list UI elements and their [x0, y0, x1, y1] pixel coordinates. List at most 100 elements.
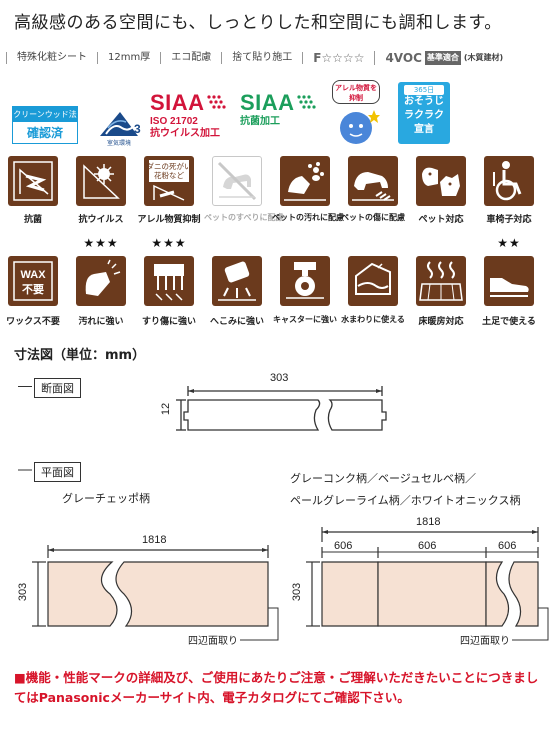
- spec-material: 特殊化粧シート: [6, 52, 97, 64]
- label-water: 水まわりに使える: [341, 315, 405, 324]
- voc-text: 4VOC: [385, 51, 422, 65]
- mascot-bubble: アレル物質を抑制: [332, 80, 380, 104]
- pet-slip-icon: [217, 161, 257, 201]
- headline: 高級感のある空間にも、しっとりした和空間にも調和します。: [14, 13, 502, 33]
- feature-icons-row-1: 抗菌 抗ウイルス ダニの死がい 花粉など: [4, 150, 554, 240]
- oso-line2: ラクラク: [404, 110, 444, 121]
- label-pet-slip: ペットのすべりに配慮: [204, 213, 284, 222]
- siaa-antiviral-mark: SIAA ISO 21702 抗ウイルス加工: [150, 90, 230, 140]
- plan-right-seg1: 606: [334, 540, 353, 552]
- allergen-icon: ダニの死がい 花粉など: [147, 160, 192, 201]
- feature-caster: キャスターに強い: [273, 234, 337, 324]
- siaa-antibacterial: 抗菌加工: [240, 116, 280, 127]
- spec-thickness: 12mm厚: [97, 52, 160, 64]
- spec-voc: 4VOC 基準適合 (木質建材): [374, 51, 513, 65]
- air-quality-label: 室気環境: [106, 140, 131, 147]
- cleanwood-bottom: 確認済: [26, 126, 63, 140]
- siaa-iso: ISO 21702: [150, 116, 198, 127]
- plan-right-drawing: [306, 527, 549, 641]
- label-shoe: 土足で使える: [482, 317, 536, 327]
- scratch-stars: ★★★: [151, 236, 187, 250]
- shoe-icon: [490, 278, 529, 297]
- oso-line1: おそうじ: [404, 96, 444, 107]
- siaa-dots-icon: [207, 95, 226, 109]
- cleanwood-top: クリーンウッド法: [13, 107, 77, 122]
- label-antiviral: 抗ウイルス: [78, 215, 124, 225]
- label-antibacterial: 抗菌: [23, 215, 42, 225]
- plan-right-seg3: 606: [498, 540, 517, 552]
- voc-note: (木質建材): [463, 53, 504, 62]
- plan-right-seg2: 606: [418, 540, 437, 552]
- pet-dirt-icon: [284, 162, 326, 201]
- feature-water: 水まわりに使える: [341, 234, 405, 324]
- air-quality-mark: 3 室気環境: [96, 106, 142, 147]
- wax-free-icon: WAX 不要: [13, 261, 53, 301]
- feature-wax-free: WAX 不要 ワックス不要: [4, 234, 62, 327]
- dimension-title: 寸法図（単位：mm）: [14, 348, 146, 363]
- feature-antiviral: 抗ウイルス: [72, 150, 130, 240]
- shoe-stars: ★★: [497, 236, 521, 250]
- stain-resistant-icon: [85, 259, 121, 296]
- feature-shoe: ★★ 土足で使える: [480, 234, 538, 327]
- section-drawing: [176, 386, 387, 431]
- voc-badge: 基準適合: [424, 51, 461, 65]
- siaa-antiviral: 抗ウイルス加工: [150, 128, 220, 139]
- label-wax-free: ワックス不要: [6, 317, 60, 327]
- plan-left-length: 1818: [142, 534, 167, 546]
- label-wheelchair: 車椅子対応: [486, 215, 532, 225]
- spec-bar: 特殊化粧シート 12mm厚 エコ配慮 捨て貼り施工 F☆☆☆☆ 4VOC 基準適…: [6, 47, 551, 69]
- cleanwood-mark: クリーンウッド法 確認済: [12, 106, 78, 144]
- siaa-word-2: SIAA: [240, 90, 295, 115]
- allergen-text-2: 花粉など: [154, 170, 184, 180]
- wax-text: WAX: [20, 269, 46, 281]
- label-pet-dirt: ペットの汚れに配慮: [272, 213, 344, 222]
- feature-pet-scratch: ペットの傷に配慮: [341, 150, 405, 240]
- pet-scratch-icon: [352, 172, 394, 201]
- wheelchair-icon: [493, 161, 522, 201]
- air-quality-number: 3: [134, 122, 141, 136]
- plan-left-chamfer: 四辺面取り: [186, 632, 240, 647]
- feature-scratch-resistant: ★★★ すり傷に強い: [140, 234, 198, 327]
- plan-right-width: 303: [291, 582, 304, 602]
- label-pet-scratch: ペットの傷に配慮: [341, 213, 405, 222]
- dent-resistant-icon: [218, 261, 256, 301]
- spec-f-star: F☆☆☆☆: [302, 52, 374, 64]
- allergen-text-1: ダニの死がい: [147, 161, 192, 171]
- feature-pet-dirt: ペットの汚れに配慮: [272, 150, 344, 240]
- label-dent-resistant: へこみに強い: [209, 317, 264, 327]
- plan-view-tag: 平面図: [34, 462, 81, 482]
- allergen-mascot: アレル物質を抑制: [328, 80, 384, 146]
- feature-icons-row-2: WAX 不要 ワックス不要 ★★★ 汚れに強い ★★★ すり傷に強い: [4, 234, 554, 327]
- catalog-notice: ■機能・性能マークの詳細及び、ご使用にあたりご注意・ご理解いただきたいことにつき…: [14, 670, 539, 705]
- section-width-value: 303: [270, 372, 289, 384]
- oso-365: 365日: [404, 85, 444, 95]
- water-icon: [355, 262, 391, 295]
- siaa-dots-icon-2: [297, 95, 316, 109]
- label-pet: ペット対応: [418, 215, 464, 225]
- feature-dent-resistant: へこみに強い: [208, 234, 266, 327]
- section-view-tag: 断面図: [34, 378, 81, 398]
- plan-right-chamfer: 四辺面取り: [458, 632, 512, 647]
- plan-left-title: グレーチェッポ柄: [62, 492, 150, 505]
- caster-icon: [286, 262, 324, 299]
- label-scratch-resistant: すり傷に強い: [141, 317, 196, 327]
- plan-left-drawing: [32, 545, 279, 641]
- plan-left-width: 303: [17, 582, 30, 602]
- plan-right-length: 1818: [416, 516, 441, 528]
- feature-pet: ペット対応: [412, 150, 470, 240]
- label-floor-heating: 床暖房対応: [418, 317, 464, 327]
- feature-wheelchair: 車椅子対応: [480, 150, 538, 240]
- certification-marks: クリーンウッド法 確認済 3 室気環境 SIAA ISO 21702 抗ウイルス…: [0, 80, 555, 148]
- label-stain-resistant: 汚れに強い: [78, 317, 124, 327]
- siaa-antibacterial-mark: SIAA 抗菌加工: [240, 90, 320, 128]
- cleaning-mark: 365日 おそうじ ラクラク 宣言: [398, 82, 450, 144]
- pet-icon: [422, 167, 460, 196]
- antibacterial-icon: [13, 161, 53, 201]
- plan-right-title-1: グレーコンク柄／ベージュセルベ柄／: [290, 472, 477, 485]
- wax-free-text: 不要: [22, 283, 44, 296]
- dimension-drawings: [18, 386, 549, 641]
- feature-allergen: ダニの死がい 花粉など アレル物質抑制: [137, 150, 201, 240]
- floor-heating-icon: [419, 261, 463, 301]
- siaa-word: SIAA: [150, 90, 205, 115]
- spec-install: 捨て貼り施工: [221, 52, 302, 64]
